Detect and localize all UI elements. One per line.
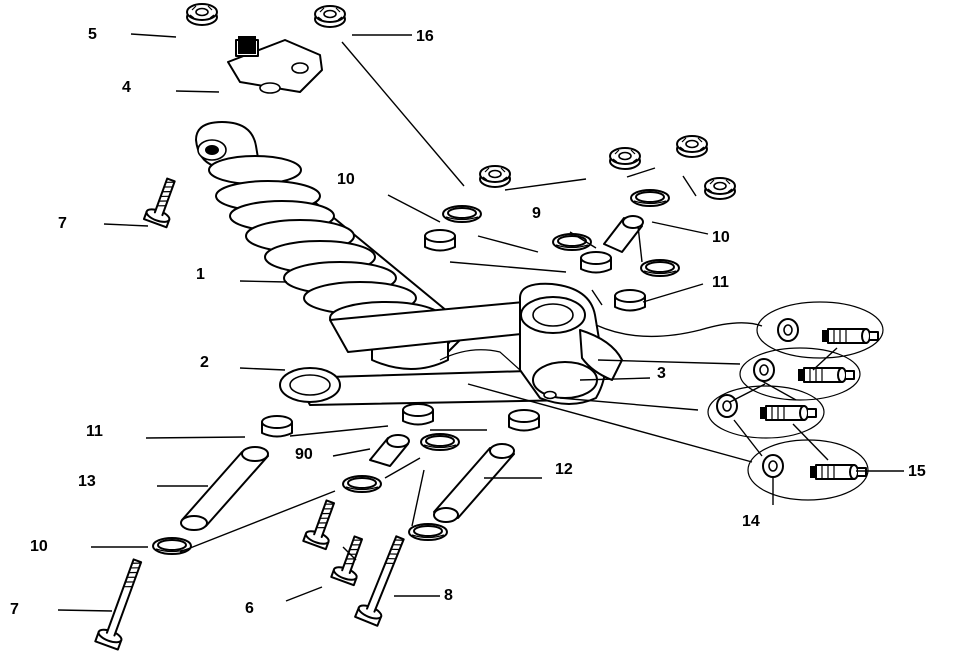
rocker-linkage	[279, 282, 623, 406]
washer-10c	[630, 189, 670, 207]
washer-10h	[152, 537, 192, 555]
bolt-6b	[330, 532, 371, 587]
callout-1: 1	[196, 266, 205, 283]
callout-11-right: 11	[712, 274, 729, 291]
bushing-11e	[402, 403, 434, 426]
sleeve-90	[369, 434, 410, 467]
bolt-8	[354, 532, 413, 627]
washer-10d	[640, 259, 680, 277]
callout-labels: 5 16 4 10 9 7 10 1 11 2 3 11 90 13 12 15…	[10, 26, 926, 618]
top-mount-bracket	[227, 36, 323, 94]
shaft-12	[433, 443, 515, 523]
bushing-11f	[508, 409, 540, 432]
callout-10-right: 10	[712, 229, 730, 246]
callout-14: 14	[742, 513, 760, 530]
washer-10a	[442, 205, 482, 223]
callout-9: 9	[532, 205, 541, 222]
bushing-11d	[261, 415, 293, 438]
bolt-6a	[302, 496, 343, 551]
sleeve-upper	[603, 215, 644, 253]
bushing-11a	[424, 229, 456, 252]
callout-7-upper: 7	[58, 215, 67, 232]
callout-10-lower: 10	[30, 538, 48, 555]
nut-9a	[479, 165, 511, 188]
nut-9c	[676, 135, 708, 158]
bolt-7-lower	[94, 555, 150, 651]
detail-group	[707, 301, 884, 501]
shaft-13	[180, 446, 269, 531]
callout-5: 5	[88, 26, 97, 43]
nut-9b	[609, 147, 641, 170]
washer-10f	[342, 475, 382, 493]
callout-2: 2	[200, 354, 209, 371]
nut-5	[186, 3, 218, 26]
bushing-11b	[580, 251, 612, 274]
nut-16	[314, 5, 346, 28]
callout-15: 15	[908, 463, 926, 480]
callout-7-lower: 7	[10, 601, 19, 618]
washer-10g	[408, 523, 448, 541]
washer-10e	[420, 433, 460, 451]
callout-10-upper: 10	[337, 171, 355, 188]
callout-3: 3	[657, 365, 666, 382]
bolt-7-upper	[142, 174, 184, 229]
bushing-11c	[614, 289, 646, 312]
callout-11-left: 11	[86, 423, 103, 440]
callout-6: 6	[245, 600, 254, 617]
callout-16: 16	[416, 28, 434, 45]
callout-90: 90	[295, 446, 313, 463]
callout-12: 12	[555, 461, 573, 478]
callout-8: 8	[444, 587, 453, 604]
callout-13: 13	[78, 473, 96, 490]
leader-lines	[57, 33, 904, 612]
nut-9d	[704, 177, 736, 200]
callout-4: 4	[122, 79, 131, 96]
